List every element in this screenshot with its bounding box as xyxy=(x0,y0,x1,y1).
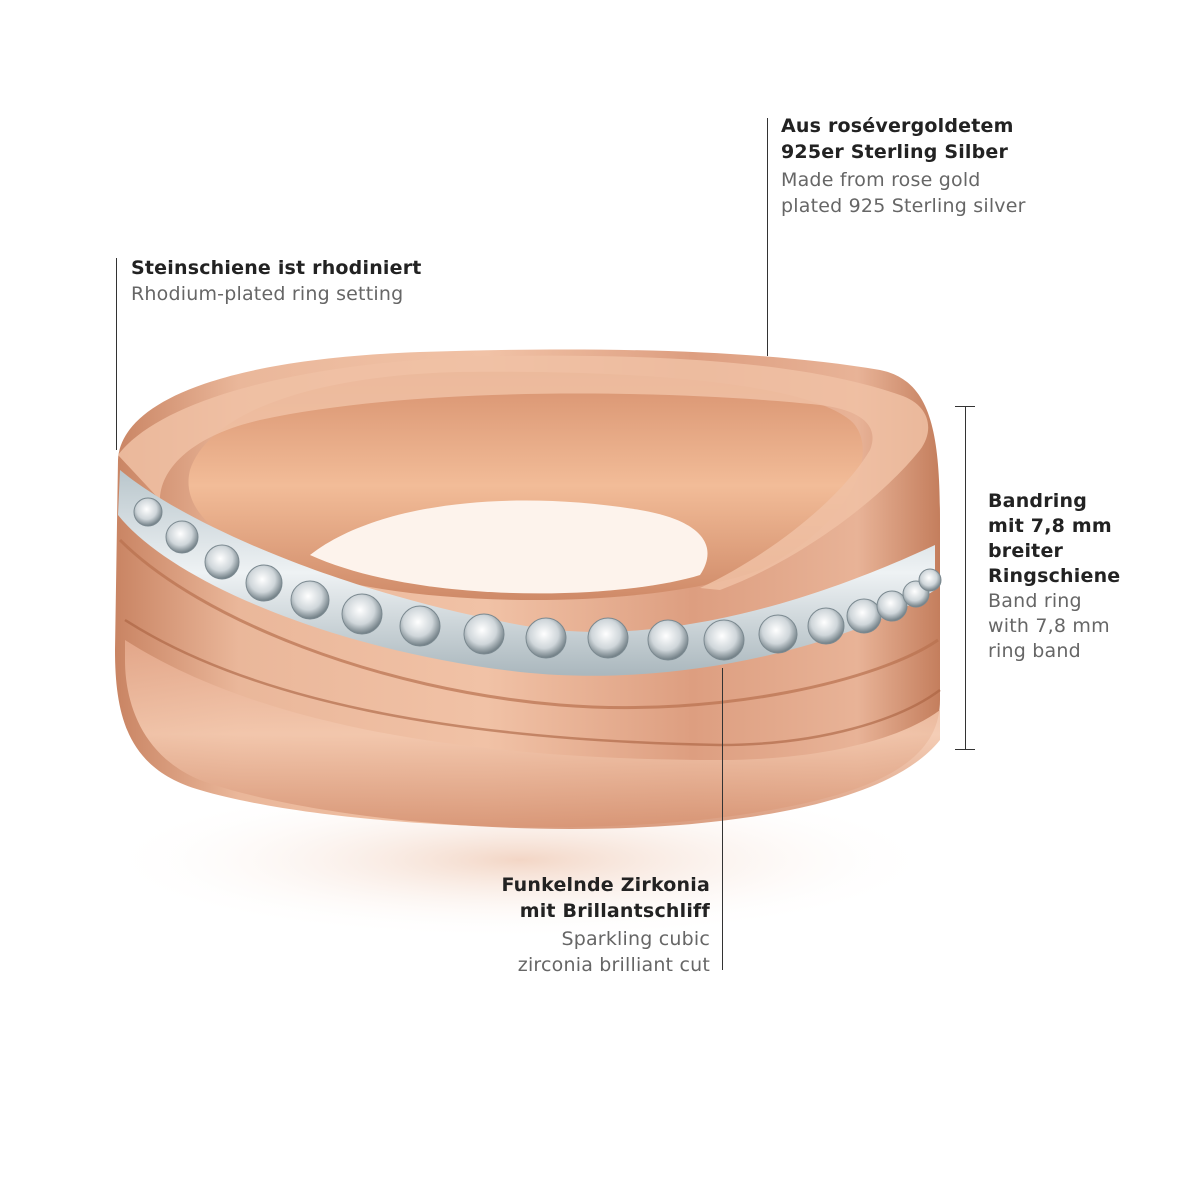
setting-de-line1: Steinschiene ist rhodiniert xyxy=(131,257,422,279)
width-callout: Bandring mit 7,8 mm breiter Ringschiene … xyxy=(988,489,1120,664)
stones-callout: Funkelnde Zirkonia mit Brillantschliff S… xyxy=(470,872,710,978)
material-leader-line xyxy=(767,118,768,356)
width-en-line1: Band ring xyxy=(988,590,1082,612)
material-de-line1: Aus rosévergoldetem xyxy=(781,115,1014,137)
material-de-line2: 925er Sterling Silber xyxy=(781,141,1009,163)
stones-de-line2: mit Brillantschliff xyxy=(519,900,710,922)
width-en-line3: ring band xyxy=(988,640,1081,662)
width-bracket-line xyxy=(965,406,966,749)
width-de-line1: Bandring xyxy=(988,490,1088,512)
stones-en-line2: zirconia brilliant cut xyxy=(517,954,710,976)
stones-en-line1: Sparkling cubic xyxy=(561,928,710,950)
width-bracket-bottom-cap xyxy=(955,749,975,750)
width-de-line4: Ringschiene xyxy=(988,565,1121,587)
width-de-line2: mit 7,8 mm xyxy=(988,515,1112,537)
material-en-line2: plated 925 Sterling silver xyxy=(781,195,1026,217)
zirconia-stones xyxy=(133,497,942,661)
setting-en-line1: Rhodium-plated ring setting xyxy=(131,283,404,305)
width-en-line2: with 7,8 mm xyxy=(988,615,1110,637)
setting-leader-line xyxy=(116,258,117,450)
material-en-line1: Made from rose gold xyxy=(781,169,981,191)
stones-de-line1: Funkelnde Zirkonia xyxy=(501,874,710,896)
setting-callout: Steinschiene ist rhodiniert Rhodium-plat… xyxy=(131,255,422,307)
stones-leader-line xyxy=(722,668,723,970)
width-de-line3: breiter xyxy=(988,540,1064,562)
material-callout: Aus rosévergoldetem 925er Sterling Silbe… xyxy=(781,113,1026,219)
